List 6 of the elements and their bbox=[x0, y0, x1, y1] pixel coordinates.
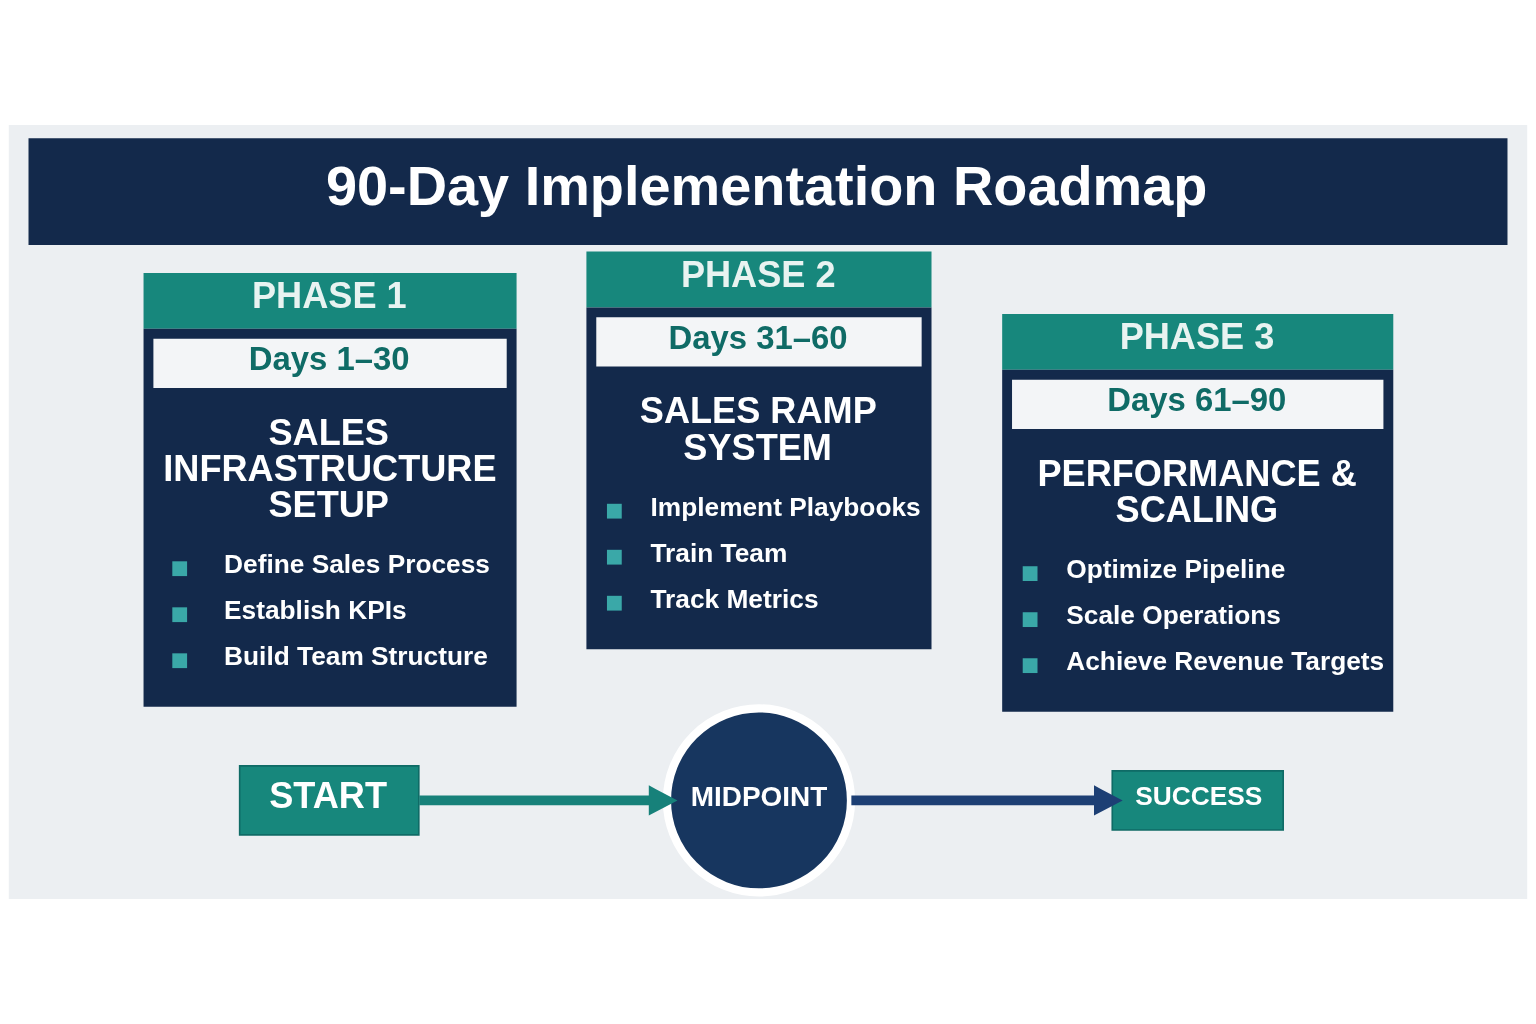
node-circle: MIDPOINT bbox=[662, 704, 856, 897]
diagram-title: 90-Day Implementation Roadmap bbox=[325, 154, 1208, 218]
node-box: START bbox=[238, 765, 420, 836]
arrow bbox=[419, 785, 678, 816]
node-box: SUCCESS bbox=[1111, 770, 1284, 831]
arrow bbox=[851, 785, 1123, 816]
